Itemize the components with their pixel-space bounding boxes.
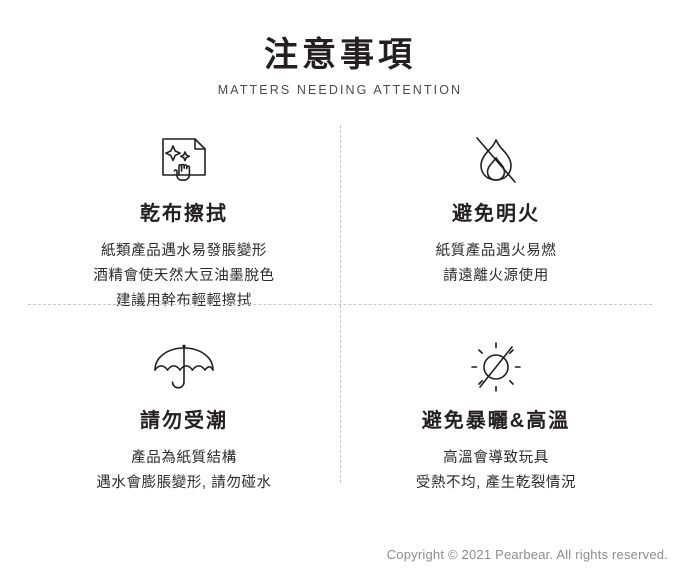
notice-item-title: 避免明火 [452,203,540,226]
notice-line: 建議用幹布輕輕擦拭 [116,292,252,309]
page-subtitle: MATTERS NEEDING ATTENTION [217,83,463,98]
notice-line: 紙類產品遇水易發脹變形 [100,243,268,260]
page-title: 注意事項 [264,36,416,74]
notice-item-title: 請勿受潮 [140,409,228,432]
notice-item-title: 乾布擦拭 [140,203,228,226]
notice-line: 遇水會膨脹變形, 請勿碰水 [96,474,272,491]
wipe-cloth-icon [151,129,217,191]
page-header: 注意事項 MATTERS NEEDING ATTENTION [0,0,680,97]
no-fire-icon [466,129,526,191]
notice-item-lines: 高溫會導致玩具 受熱不均, 產生乾裂情況 [416,446,576,496]
copyright-text: Copyright © 2021 Pearbear. All rights re… [386,547,668,562]
notice-item-title: 避免暴曬&高溫 [421,409,571,432]
notice-line: 產品為紙質結構 [131,449,237,466]
notice-item-lines: 紙質產品遇火易燃 請遠離火源使用 [436,239,557,289]
notice-line: 高溫會導致玩具 [443,449,549,466]
notice-item-no-fire: 避免明火 紙質產品遇火易燃 請遠離火源使用 [340,119,652,314]
umbrella-icon [149,336,219,398]
notice-item-umbrella: 請勿受潮 產品為紙質結構 遇水會膨脹變形, 請勿碰水 [28,314,340,496]
notice-line: 酒精會使天然大豆油墨脫色 [93,268,275,285]
horizontal-divider [28,304,652,306]
notice-item-no-sun: 避免暴曬&高溫 高溫會導致玩具 受熱不均, 產生乾裂情況 [340,314,652,496]
notice-grid: 乾布擦拭 紙類產品遇水易發脹變形 酒精會使天然大豆油墨脫色 建議用幹布輕輕擦拭 … [28,119,652,491]
notice-item-lines: 產品為紙質結構 遇水會膨脹變形, 請勿碰水 [96,446,271,496]
notice-item-lines: 紙類產品遇水易發脹變形 酒精會使天然大豆油墨脫色 建議用幹布輕輕擦拭 [93,239,274,314]
notice-line: 紙質產品遇火易燃 [435,243,557,260]
no-sun-icon [466,336,526,398]
notice-line: 受熱不均, 產生乾裂情況 [415,474,577,491]
notice-line: 請遠離火源使用 [443,268,549,285]
notice-item-wipe-cloth: 乾布擦拭 紙類產品遇水易發脹變形 酒精會使天然大豆油墨脫色 建議用幹布輕輕擦拭 [28,119,340,314]
